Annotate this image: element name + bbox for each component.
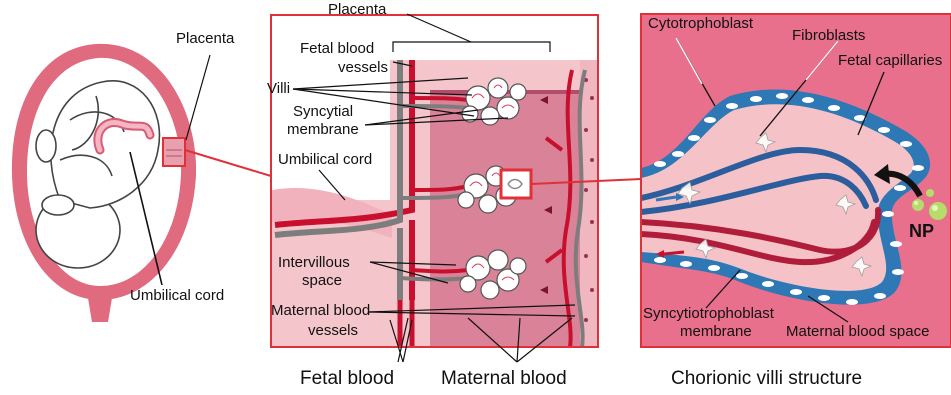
syncytial-membrane-label-line1: Syncytial [293,103,353,120]
middle-placenta-label: Placenta [328,1,387,18]
maternal-blood-vessels-label-line1: Maternal blood [271,302,370,319]
syncytiotrophoblast-label-line1: Syncytiotrophoblast [643,305,775,322]
fetal-capillaries-label: Fetal capillaries [838,52,942,69]
nanoparticle-large [929,202,947,220]
fetal-blood-vessels-label-line1: Fetal blood [300,40,374,57]
syncytial-membrane-label-line2: membrane [287,121,359,138]
cytotrophoblast-label: Cytotrophoblast [648,15,754,32]
fetal-blood-caption: Fetal blood [300,368,394,389]
nanoparticle-medium [912,199,924,211]
villi-label: Villi [267,80,290,97]
chorionic-villi-caption: Chorionic villi structure [671,368,862,389]
np-label: NP [909,221,934,241]
intervillous-space-label-line1: Intervillous [278,254,350,271]
placenta-highlight-box [163,138,185,166]
intervillous-space-label-line2: space [302,272,342,289]
uterus-illustration [12,44,196,322]
maternal-blood-caption: Maternal blood [441,368,567,389]
left-placenta-label: Placenta [176,30,235,47]
fibroblasts-label: Fibroblasts [792,27,865,44]
intervillous-region [430,90,580,347]
syncytiotrophoblast-label-line2: membrane [680,323,752,340]
maternal-blood-vessels-label-line2: vessels [308,322,358,339]
maternal-blood-space-label: Maternal blood space [786,323,929,340]
fetal-blood-vessels-label-line2: vessels [338,59,388,76]
magnified-villus-box [501,170,531,198]
red-flow-arrow [664,252,684,254]
left-umbilical-cord-label: Umbilical cord [130,287,224,304]
nanoparticle-small [926,189,934,197]
cervix [88,298,112,322]
umbilical-cord-label-middle: Umbilical cord [278,151,372,168]
